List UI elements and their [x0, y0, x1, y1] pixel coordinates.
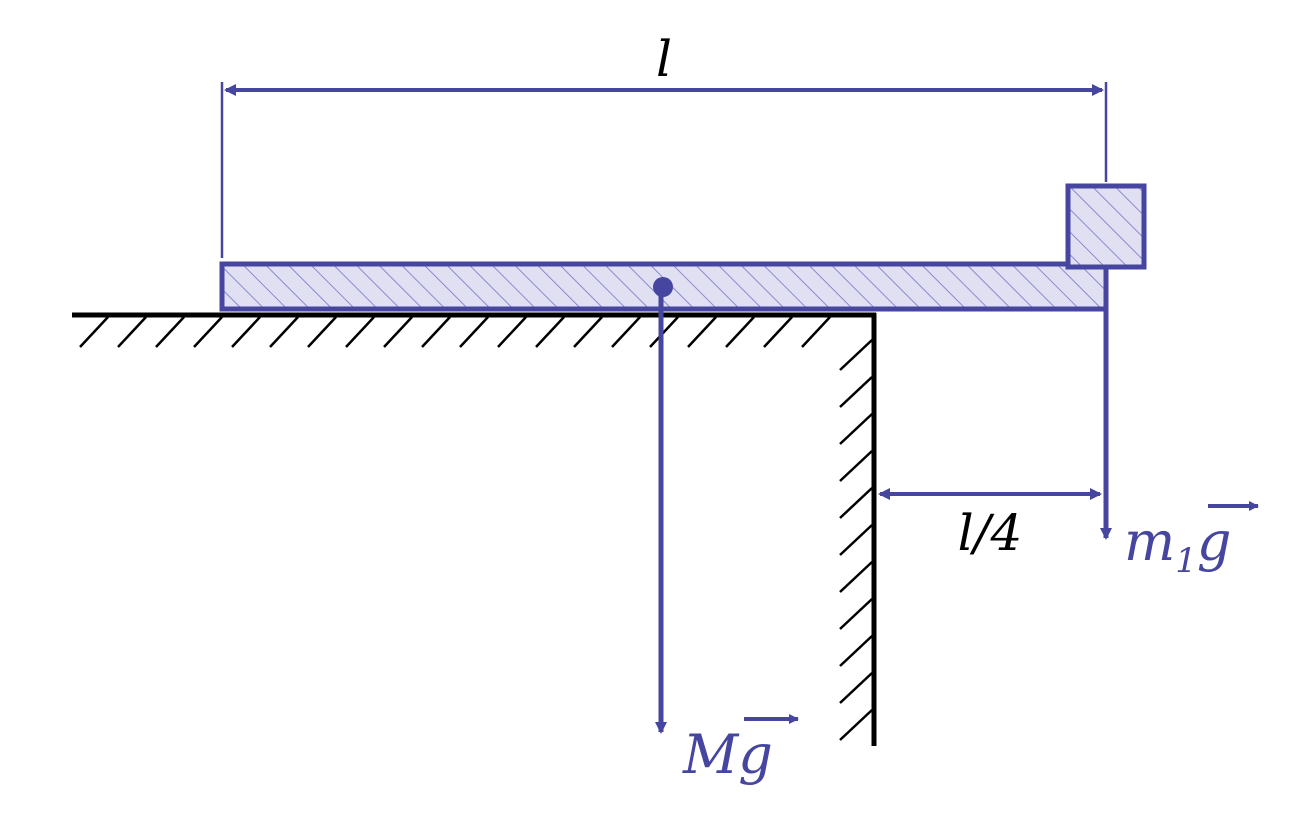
ground-hatch-mark — [155, 316, 185, 348]
ground-hatch-mark — [383, 316, 413, 348]
ground-hatch-mark — [231, 316, 261, 348]
ground-surface — [72, 312, 876, 348]
wall-hatch-mark — [839, 672, 873, 704]
block-weight-main: m — [1124, 510, 1175, 573]
wall-hatch-mark — [839, 709, 873, 741]
ground-hatch-mark — [535, 316, 565, 348]
ground-hatch-mark — [763, 316, 793, 348]
wall-hatch-mark — [839, 635, 873, 667]
ground-hatch-mark — [79, 316, 109, 348]
wall-hatch-mark — [839, 598, 873, 630]
wall-hatch-mark — [839, 339, 873, 371]
wall-surface — [839, 313, 877, 746]
center-of-mass-dot — [653, 277, 673, 297]
rod-weight-label: Mg — [682, 714, 799, 786]
ground-hatch-mark — [725, 316, 755, 348]
overhang-label: l/4 — [958, 504, 1023, 562]
length-label: l — [656, 30, 672, 88]
svg-text:Mg: Mg — [682, 723, 773, 786]
ground-hatch-mark — [611, 316, 641, 348]
ground-hatch-mark — [649, 316, 679, 348]
ground-hatch-mark — [193, 316, 223, 348]
rod-weight-vector: g — [738, 723, 773, 786]
ground-hatch-mark — [801, 316, 831, 348]
wall-hatch-mark — [839, 487, 873, 519]
block-weight-label: m1g — [1124, 501, 1259, 581]
ground-hatch-mark — [269, 316, 299, 348]
ground-hatch-mark — [573, 316, 603, 348]
block-weight-vector: g — [1197, 510, 1232, 573]
ground-hatch-mark — [497, 316, 527, 348]
wall-hatch-mark — [839, 524, 873, 556]
ground-hatch-mark — [307, 316, 337, 348]
wall-hatch-mark — [839, 561, 873, 593]
ground-hatch-mark — [459, 316, 489, 348]
wall-hatch-mark — [839, 450, 873, 482]
length-dimension — [220, 82, 1108, 258]
block-weight-subscript: 1 — [1175, 541, 1197, 581]
ground-hatch-mark — [421, 316, 451, 348]
block — [1065, 183, 1147, 270]
rod-weight-main: M — [682, 723, 740, 786]
svg-text:m1g: m1g — [1124, 510, 1231, 581]
ground-hatch-mark — [345, 316, 375, 348]
wall-hatch-mark — [839, 413, 873, 445]
ground-hatch-mark — [117, 316, 147, 348]
ground-hatch-mark — [687, 316, 717, 348]
wall-hatch-mark — [839, 376, 873, 408]
